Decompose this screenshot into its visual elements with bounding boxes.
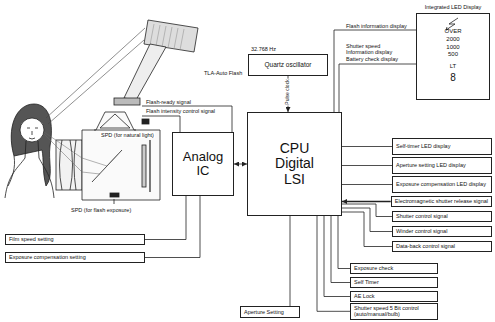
edge-label: Shutter speed Information display Batter…: [345, 43, 407, 62]
box-text: Shutter speed 5 Bit control (auto/manual…: [354, 305, 434, 318]
process-box: Self Timer: [350, 277, 438, 288]
process-box: Aperture Setting: [240, 306, 300, 318]
display-reading: 8: [450, 71, 456, 84]
box-text: Self-timer LED display: [396, 143, 450, 149]
signal-label: 32.768 Hz: [250, 46, 277, 52]
process-box: AE Lock: [350, 291, 438, 302]
flash-signal-wires-part: [142, 106, 232, 132]
woman-figure-part: [38, 141, 54, 198]
display-heading: Integrated LED Display: [416, 4, 490, 10]
box-text: Exposure compensation setting: [9, 254, 86, 260]
signal-line: [145, 196, 200, 258]
process-box: Exposure check: [350, 263, 438, 274]
camera-body-part: [60, 140, 77, 190]
signal-label: TLA-Auto Flash: [203, 70, 243, 76]
box-text: Aperture setting LED display: [396, 162, 466, 168]
signal-line: [342, 201, 391, 203]
camera-body-part: [82, 112, 160, 200]
box-text: Analog IC: [179, 150, 227, 179]
box-text: Film speed setting: [9, 236, 54, 242]
light-rays-part: [48, 40, 144, 124]
box-text: AE Lock: [354, 293, 374, 299]
flash-unit-part: [124, 44, 166, 100]
box-text: Aperture Setting: [244, 309, 284, 315]
display-reading: 500: [448, 51, 458, 59]
light-rays: [46, 28, 145, 124]
signal-label: SPD (for natural light): [100, 132, 155, 138]
woman-figure: [5, 104, 54, 198]
display-reading: 1000: [446, 44, 459, 52]
flash-signal-wires: [142, 106, 232, 132]
signal-line: [342, 204, 392, 217]
signal-line: [324, 216, 350, 297]
woman-figure-part: [11, 104, 51, 186]
signal-line: [338, 216, 350, 269]
signal-line: [342, 146, 392, 147]
led-display: Integrated LED DisplayOVER20001000500LT8: [416, 4, 490, 100]
process-box: Shutter control signal: [392, 211, 492, 222]
display-reading: LT: [450, 63, 457, 71]
signal-line: [342, 165, 392, 166]
camera-body-part: [142, 119, 149, 124]
box-text: Data-back control signal: [396, 243, 455, 249]
box-text: Winder control signal: [396, 228, 447, 234]
box-text: Exposure check: [354, 265, 393, 271]
process-box: Analog IC: [172, 132, 234, 196]
process-box: Shutter speed 5 Bit control (auto/manual…: [350, 303, 438, 320]
camera-body-part: [94, 130, 136, 131]
signal-line: [342, 208, 392, 232]
signal-line: [317, 216, 350, 311]
process-box: Quartz oscillator: [248, 54, 328, 76]
flash-unit: [114, 20, 198, 105]
signal-line: [331, 216, 350, 283]
flash-unit-part: [114, 98, 140, 105]
woman-figure-part: [8, 156, 15, 186]
woman-figure-part: [5, 141, 26, 198]
process-box: Exposure compensation setting: [5, 252, 145, 263]
process-box: Data-back control signal: [392, 241, 492, 252]
signal-line: [339, 64, 416, 112]
camera-body-part: [110, 193, 119, 197]
signal-line: [234, 164, 247, 165]
light-rays-part: [46, 28, 145, 118]
box-text: Self Timer: [354, 279, 379, 285]
signal-label: Flash intensity control signal: [145, 108, 216, 114]
camera-body-part: [142, 145, 146, 187]
signal-line: [342, 212, 392, 247]
process-box: CPU Digital LSI: [247, 112, 342, 216]
camera-body-part: [149, 140, 150, 192]
box-text: Exposure compensation LED display: [396, 181, 486, 187]
process-box: Exposure compensation LED display: [392, 176, 492, 193]
flash-signal-wires-part: [142, 116, 180, 132]
box-text: Shutter control signal: [396, 213, 448, 219]
box-text: Quartz oscillator: [265, 61, 312, 68]
process-box: Electromagnetic shutter release signal: [391, 196, 492, 207]
box-text: CPU Digital LSI: [267, 141, 323, 187]
woman-figure-part: [27, 128, 38, 139]
display-reading: OVER: [444, 28, 461, 36]
process-box: Winder control signal: [392, 226, 492, 237]
signal-line: [334, 30, 416, 112]
camera-body-part: [114, 199, 115, 204]
camera-body-part: [100, 114, 130, 128]
light-path-part: [44, 134, 100, 174]
signal-label: Flash-ready signal: [145, 99, 192, 105]
process-box: Aperture setting LED display: [392, 157, 492, 174]
box-text: Electromagnetic shutter release signal: [395, 198, 488, 204]
display-frame: OVER20001000500LT8: [416, 13, 490, 100]
edge-label: Flash information display: [345, 23, 408, 29]
woman-figure-part: [20, 118, 44, 142]
display-reading: 2000: [446, 36, 459, 44]
signal-label: SPD (for flash exposure): [70, 207, 132, 213]
process-box: Self-timer LED display: [392, 138, 492, 155]
signal-line: [145, 196, 186, 240]
signal-line: [342, 184, 392, 185]
camera-body-part: [56, 140, 82, 190]
camera-body: [56, 112, 160, 204]
signal-line: [290, 216, 291, 306]
edge-label: Pulse clock: [285, 78, 291, 105]
process-box: Film speed setting: [5, 234, 145, 245]
